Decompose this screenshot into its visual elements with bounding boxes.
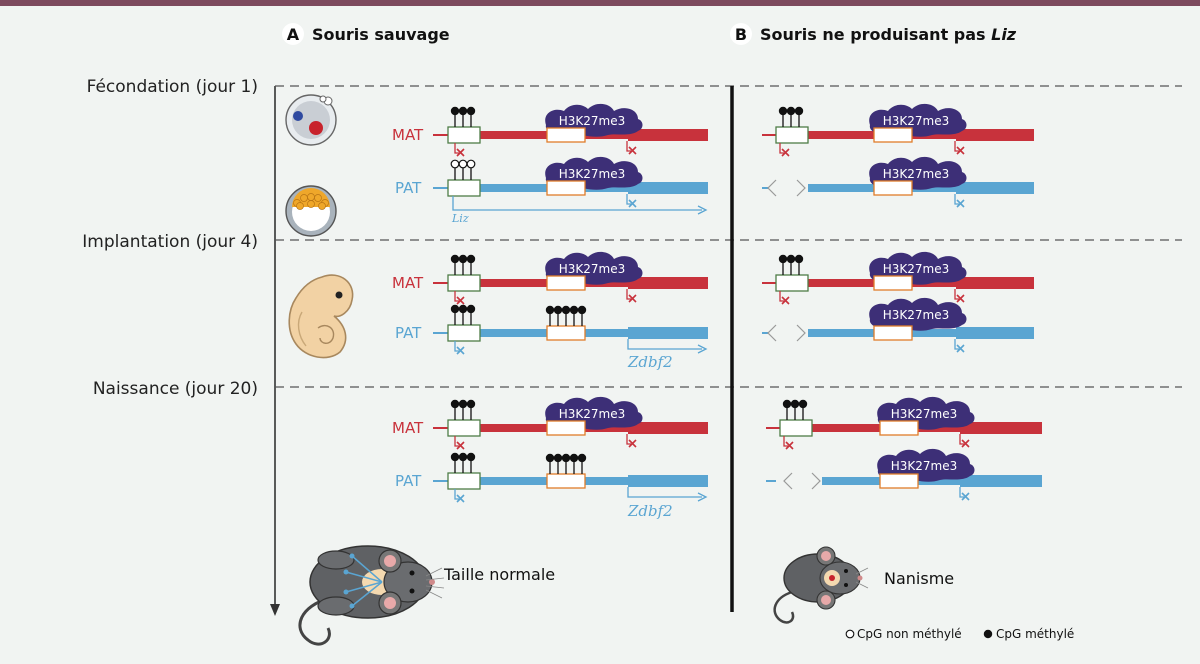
b-imp-mat-locus: H3K27me3 [762,251,1034,305]
stage-label-fecondation: Fécondation (jour 1) [87,77,258,97]
deletion-mark [767,179,806,197]
b-nai-mat-locus: H3K27me3 [766,396,1042,450]
panel-a-letter: A [287,25,300,44]
panel-b-letter: B [735,25,747,44]
panel-b-badge [730,23,752,45]
liz-transcript-arrow [452,196,708,215]
b-nai-pat-locus: H3K27me3 [766,448,1042,501]
b-fec-mat-locus: H3K27me3 [762,103,1034,157]
stage-label-implantation: Implantation (jour 4) [82,232,258,252]
panel-a-title: Souris sauvage [312,25,450,44]
legend-unmethylated-label: CpG non méthylé [857,627,962,641]
a-imp-mat-label: MAT [392,274,424,292]
b-imp-pat-locus: H3K27me3 [762,297,1034,353]
zygote-icon [285,94,337,146]
timeline-arrow [270,86,280,616]
a-fec-pat-label: PAT [395,179,422,197]
a-nai-mat-label: MAT [392,419,424,437]
a-fec-mat-locus: MAT H3K27me3 [392,103,708,157]
normal-mouse-illustration [298,545,445,646]
a-imp-mat-mark: H3K27me3 [559,262,626,276]
blastocyst-icon [285,185,337,237]
stage-separators [275,85,1182,388]
b-fec-pat-mark: H3K27me3 [883,167,950,181]
panel-a-header: A Souris sauvage [282,23,450,45]
a-imp-mat-locus: MAT H3K27me3 [392,251,708,305]
deletion-mark-2 [767,324,806,342]
a-fec-mat-label: MAT [392,126,424,144]
panel-a-badge [282,23,304,45]
a-nai-mat-locus: MAT H3K27me3 [392,396,708,450]
a-imp-pat-label: PAT [395,324,422,342]
b-nai-pat-mark: H3K27me3 [891,459,958,473]
legend-methylated-symbol [983,629,993,639]
panel-b-header: B Souris ne produisant pas Liz [730,23,1017,45]
b-fec-mat-mark: H3K27me3 [883,114,950,128]
zdbf2-transcript-arrow [627,339,708,354]
a-fec-pat-mark: H3K27me3 [559,167,626,181]
zdbf2-gene-label: Zdbf2 [627,353,673,371]
b-fec-pat-locus: H3K27me3 [762,156,1034,208]
phenotype-normal: Taille normale [443,565,555,584]
panel-b-title: Souris ne produisant pas Liz [760,25,1017,44]
top-bar [0,0,1200,6]
a-nai-pat-locus: PAT Zdbf2 [395,452,708,520]
a-nai-pat-label: PAT [395,472,422,490]
phenotype-mutant: Nanisme [884,569,954,588]
liz-gene-label: Liz [451,212,469,225]
legend-unmethylated-symbol [845,629,855,639]
a-fec-mat-mark: H3K27me3 [559,114,626,128]
zdbf2-gene-label-birth: Zdbf2 [627,502,673,520]
legend: CpG non méthylé CpG méthylé [845,627,1074,641]
b-imp-pat-mark: H3K27me3 [883,308,950,322]
b-nai-mat-mark: H3K27me3 [891,407,958,421]
embryo-icon [288,274,354,359]
a-imp-pat-locus: PAT Zdbf2 [395,304,708,371]
a-fec-pat-locus: PAT H3K27me3 Liz [395,156,708,225]
zdbf2-transcript-arrow-birth [627,487,708,502]
dwarf-mouse-illustration [773,546,869,624]
a-nai-mat-mark: H3K27me3 [559,407,626,421]
legend-methylated-label: CpG méthylé [996,627,1074,641]
b-imp-mat-mark: H3K27me3 [883,262,950,276]
stage-label-naissance: Naissance (jour 20) [93,379,258,399]
deletion-mark-3 [783,472,821,490]
